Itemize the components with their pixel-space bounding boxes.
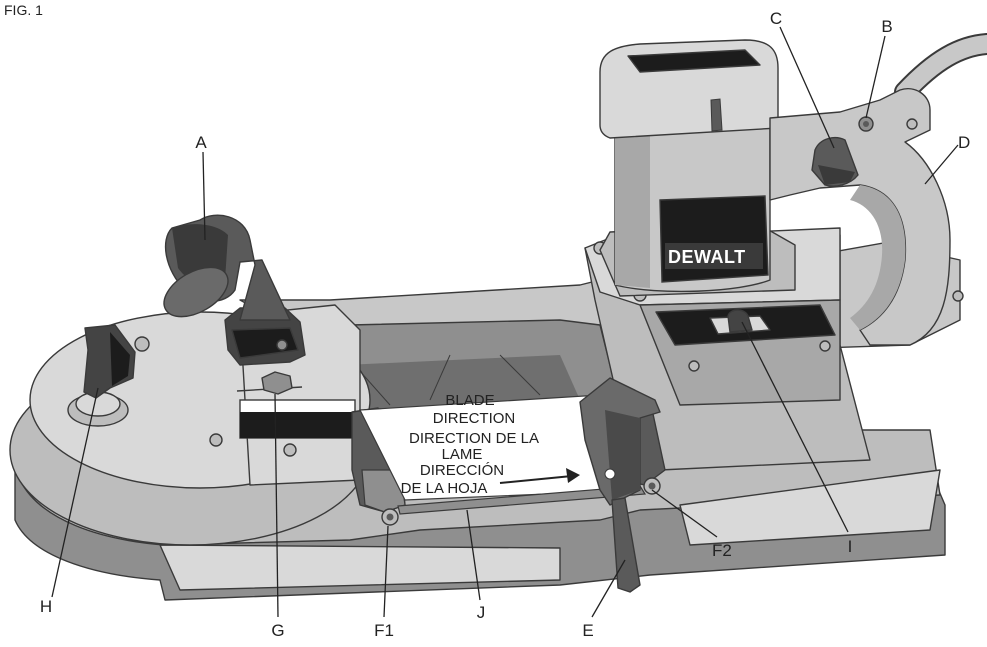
blade-direction-line-1: BLADE bbox=[445, 392, 494, 409]
housing-screw bbox=[134, 336, 150, 352]
blade-direction-line-5: DIRECCIÓN bbox=[420, 462, 504, 479]
callout-b: B bbox=[881, 17, 892, 36]
blade-direction-line-2: DIRECTION bbox=[433, 410, 516, 427]
speed-switch[interactable] bbox=[727, 309, 753, 333]
tracking-adjust-screw[interactable] bbox=[261, 371, 293, 395]
callout-f2: F2 bbox=[712, 541, 732, 560]
brand-logo: DEWALT bbox=[668, 247, 746, 267]
callout-e: E bbox=[582, 621, 593, 640]
housing-screw bbox=[283, 443, 297, 457]
blade-direction-line-3: DIRECTION DE LA bbox=[409, 430, 539, 447]
front-skirt bbox=[159, 544, 561, 591]
callout-c: C bbox=[770, 9, 782, 28]
blade-direction-line-6: DE LA HOJA bbox=[401, 480, 488, 497]
saw-blade bbox=[397, 485, 647, 515]
leader-i bbox=[741, 321, 849, 533]
callout-h: H bbox=[40, 597, 52, 616]
leader-g bbox=[274, 393, 279, 618]
leader-j bbox=[466, 509, 481, 601]
brand-logo-plate bbox=[659, 195, 769, 283]
housing-screw bbox=[209, 433, 223, 447]
blade-direction-arrow bbox=[499, 475, 573, 484]
figure-title: FIG. 1 bbox=[4, 2, 43, 18]
callout-d: D bbox=[958, 133, 970, 152]
leader-f2 bbox=[651, 489, 718, 538]
leader-d bbox=[924, 144, 959, 185]
callout-j: J bbox=[477, 603, 486, 622]
leader-f1 bbox=[383, 525, 389, 618]
leader-e bbox=[591, 559, 626, 618]
callout-f1: F1 bbox=[374, 621, 394, 640]
tension-knob[interactable] bbox=[83, 324, 136, 399]
callout-g: G bbox=[271, 621, 284, 640]
blade-direction-line-4: LAME bbox=[442, 446, 483, 463]
leader-c bbox=[779, 26, 835, 149]
callout-i: I bbox=[848, 537, 853, 556]
leader-a bbox=[202, 151, 206, 241]
leader-b bbox=[865, 35, 886, 119]
callout-a: A bbox=[195, 133, 207, 152]
leader-h bbox=[51, 387, 99, 598]
